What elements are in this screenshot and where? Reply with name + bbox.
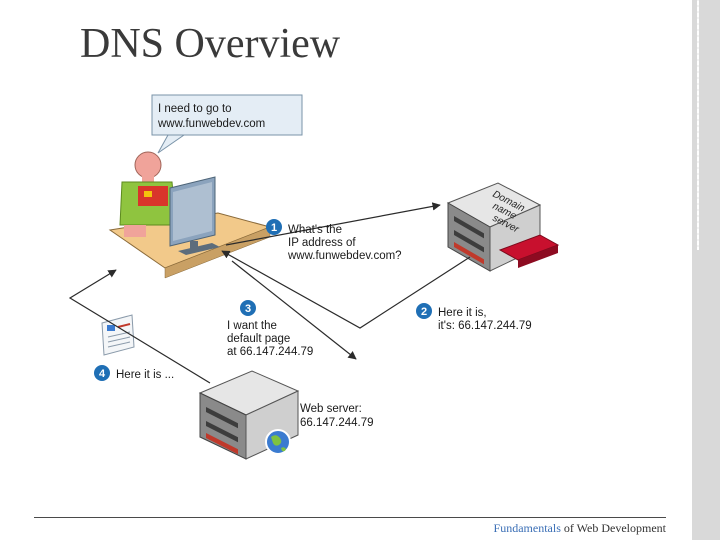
step-2-line-2: it's: 66.147.244.79 xyxy=(438,320,532,332)
slide-side-dots xyxy=(697,0,699,250)
arrow-server-to-user xyxy=(68,269,211,384)
slide-footer: Fundamentals of Web Development xyxy=(0,521,666,536)
step-3: 3 I want the default page at 66.147.244.… xyxy=(227,300,313,358)
step-1-line-2: IP address of xyxy=(288,237,356,249)
step-3-line-2: default page xyxy=(227,333,290,345)
step-2-line-1: Here it is, xyxy=(438,307,487,319)
step-1-line-3: www.funwebdev.com? xyxy=(287,250,402,262)
speech-bubble: I need to go to www.funwebdev.com xyxy=(151,94,303,154)
step-3-line-3: at 66.147.244.79 xyxy=(227,346,313,358)
bubble-line-1: I need to go to xyxy=(158,103,232,115)
flow-arrows xyxy=(68,202,471,384)
slide-title: DNS Overview xyxy=(80,21,341,67)
web-server-label-line-2: 66.147.244.79 xyxy=(300,417,374,429)
step-3-number: 3 xyxy=(245,303,251,315)
footer-accent-text: Fundamentals xyxy=(493,521,561,535)
person-head xyxy=(134,151,162,179)
slide-side-bar xyxy=(692,0,720,540)
web-page-icon xyxy=(101,314,135,356)
web-server xyxy=(198,370,300,460)
web-server-label-line-1: Web server: xyxy=(300,403,362,415)
bubble-line-2: www.funwebdev.com xyxy=(157,118,265,130)
step-4: 4 Here it is ... xyxy=(94,365,174,381)
step-4-line-1: Here it is ... xyxy=(116,369,174,381)
web-server-label: Web server: 66.147.244.79 xyxy=(300,403,374,429)
arrow-request-to-server xyxy=(231,260,357,360)
step-1-line-1: What's the xyxy=(288,224,342,236)
step-1-badge xyxy=(266,219,282,235)
footer-divider xyxy=(34,517,666,518)
dns-diagram: I need to go to www.funwebdev.com Domain… xyxy=(68,94,560,460)
step-4-badge xyxy=(94,365,110,381)
step-1-number: 1 xyxy=(271,222,277,234)
user-at-desk xyxy=(108,151,272,279)
step-3-badge xyxy=(240,300,256,316)
step-2: 2 Here it is, it's: 66.147.244.79 xyxy=(416,303,532,332)
step-1: 1 What's the IP address of www.funwebdev… xyxy=(266,219,402,262)
step-4-number: 4 xyxy=(99,368,106,380)
step-2-number: 2 xyxy=(421,306,427,318)
step-3-line-1: I want the xyxy=(227,320,277,332)
dns-server: Domain name server xyxy=(446,182,560,272)
arrow-dns-to-user xyxy=(221,250,471,329)
step-2-badge xyxy=(416,303,432,319)
arrow-query-to-dns xyxy=(225,202,441,246)
footer-text: of Web Development xyxy=(560,521,666,535)
